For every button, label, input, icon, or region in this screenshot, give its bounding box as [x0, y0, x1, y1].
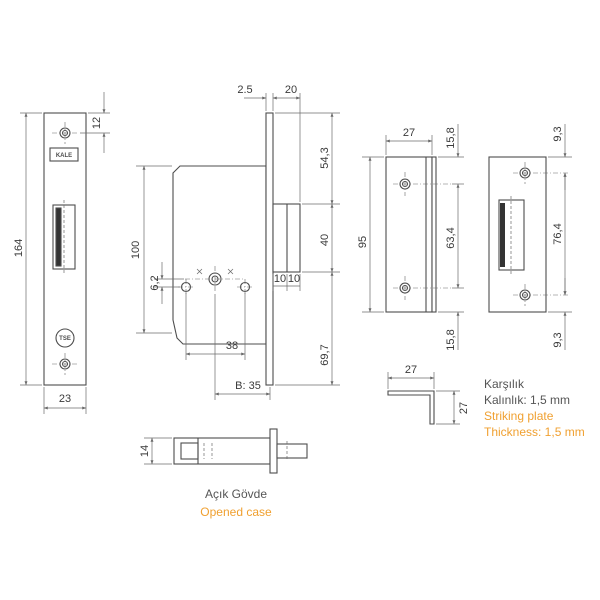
dim-14: 14: [139, 445, 151, 457]
caption-striking-plate: Striking plate: [484, 409, 554, 423]
flat-slot: [498, 196, 525, 274]
lock-body-view: 100 6,2 38 B: 35 2.5 20 10 10: [130, 84, 340, 400]
kale-logo: KALE: [49, 147, 79, 162]
dim-backset: B: 35: [235, 380, 261, 392]
dim-15-8-bottom: 15,8: [445, 329, 457, 350]
flat-screw-top: [513, 162, 568, 184]
face-plate-side: [265, 112, 274, 386]
latch-slot: [52, 200, 76, 274]
opened-case-side-view: 14: [139, 428, 308, 474]
side-face-plate: [269, 428, 278, 474]
dim-23: 23: [59, 393, 71, 405]
dim-sp-27: 27: [403, 127, 415, 139]
dim-95: 95: [357, 236, 369, 248]
striking-plate-flat-view: 9,3 76,4 9,3: [488, 124, 572, 350]
side-latch: [276, 443, 308, 459]
dim-12: 12: [91, 117, 103, 129]
dim-l-27-h: 27: [458, 402, 470, 414]
dim-6-2: 6,2: [149, 275, 161, 290]
dim-164: 164: [13, 239, 25, 257]
dim-10-b: 10: [288, 273, 300, 285]
striking-plate-channel-view: 27 95 15,8 63,4 15,8: [357, 124, 464, 351]
caption-acik-govde: Açık Gövde: [205, 487, 267, 501]
svg-text:KALE: KALE: [56, 153, 72, 159]
striking-plate-caption: Karşılık Kalınlık: 1,5 mm Striking plate…: [484, 377, 585, 439]
caption-thickness: Thickness: 1,5 mm: [484, 425, 585, 439]
front-plate-view: KALE TSE 164 12: [13, 92, 110, 414]
dim-10-a: 10: [274, 273, 286, 285]
l-profile: [387, 390, 435, 425]
tse-logo: TSE: [55, 328, 75, 348]
cylinder-hole: [185, 266, 245, 292]
dim-l-27-w: 27: [405, 364, 417, 376]
latch-bolt: [272, 203, 301, 273]
dim-38: 38: [226, 340, 238, 352]
dim-9-3-top: 9,3: [552, 126, 564, 141]
screw-hole-bottom: [52, 353, 78, 375]
dim-76-4: 76,4: [552, 223, 564, 244]
l-profile-view: 27 27: [387, 364, 470, 425]
dim-54-3: 54,3: [319, 147, 331, 168]
strike-channel-lip: [431, 156, 437, 313]
flat-screw-bottom: [513, 284, 568, 306]
strike-channel-body: [385, 156, 433, 313]
lock-case: [172, 165, 267, 345]
hole-right: [237, 279, 253, 295]
strike-screw-bottom: [393, 276, 452, 300]
caption-opened-case: Opened case: [200, 505, 272, 519]
strike-screw-top: [393, 172, 452, 196]
dim-69-7: 69,7: [319, 344, 331, 365]
svg-text:TSE: TSE: [59, 336, 71, 342]
screw-hole-top: [52, 122, 78, 144]
hole-left: [178, 279, 194, 295]
dim-40: 40: [319, 234, 331, 246]
dim-9-3-bottom: 9,3: [552, 332, 564, 347]
dim-20: 20: [285, 84, 297, 96]
dim-2-5: 2.5: [237, 84, 252, 96]
caption-karsilik: Karşılık: [484, 377, 525, 391]
dim-63-4: 63,4: [445, 227, 457, 248]
dim-100: 100: [130, 241, 142, 259]
dim-15-8-top: 15,8: [445, 127, 457, 148]
opened-case-caption: Açık Gövde Opened case: [200, 487, 272, 519]
caption-kalinlik: Kalınlık: 1,5 mm: [484, 393, 570, 407]
